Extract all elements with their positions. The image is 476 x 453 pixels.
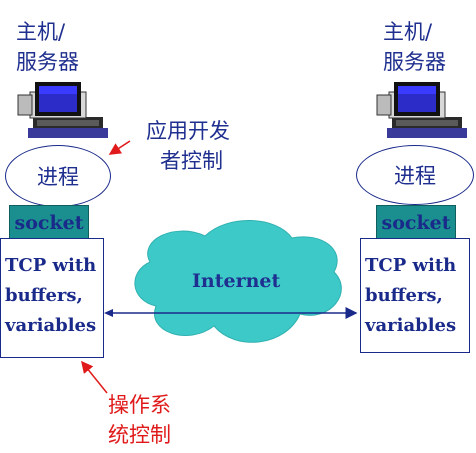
- developer-control-line1: 应用开发: [146, 119, 230, 143]
- os-control-annotation: 操作系 统控制: [108, 390, 171, 450]
- left-host-title-line2: 服务器: [16, 50, 79, 74]
- internet-cloud-shape: [134, 220, 342, 343]
- right-tcp-line1: TCP with: [365, 255, 457, 276]
- right-host-title: 主机/ 服务器: [383, 17, 446, 77]
- left-process-ellipse: 进程: [5, 145, 111, 207]
- os-control-arrow: [81, 360, 108, 394]
- os-control-line2: 统控制: [108, 423, 171, 447]
- developer-control-line2: 者控制: [160, 149, 223, 173]
- right-host-title-line1: 主机/: [383, 20, 433, 44]
- left-computer-icon: [17, 82, 108, 138]
- left-host-title: 主机/ 服务器: [16, 17, 79, 77]
- developer-control-arrow: [108, 140, 131, 155]
- right-tcp-box: TCP with buffers, variables: [360, 238, 470, 353]
- left-socket: socket: [9, 205, 89, 240]
- left-process-label: 进程: [37, 165, 79, 189]
- right-process-label: 进程: [394, 164, 436, 188]
- right-tcp-line2: buffers,: [365, 285, 443, 306]
- left-tcp-line1: TCP with: [5, 255, 97, 276]
- left-tcp-box: TCP with buffers, variables: [0, 238, 104, 358]
- right-tcp-line3: variables: [365, 315, 457, 336]
- os-control-line1: 操作系: [108, 393, 171, 417]
- developer-control-annotation: 应用开发 者控制: [146, 116, 230, 176]
- internet-label: Internet: [192, 270, 281, 292]
- left-host-title-line1: 主机/: [16, 20, 66, 44]
- right-socket: socket: [376, 205, 456, 240]
- left-socket-label: socket: [14, 211, 84, 234]
- right-process-ellipse: 进程: [356, 145, 474, 205]
- left-tcp-line3: variables: [5, 315, 97, 336]
- right-computer-icon: [376, 82, 467, 138]
- right-socket-label: socket: [381, 211, 451, 234]
- left-tcp-line2: buffers,: [5, 285, 83, 306]
- right-host-title-line2: 服务器: [383, 50, 446, 74]
